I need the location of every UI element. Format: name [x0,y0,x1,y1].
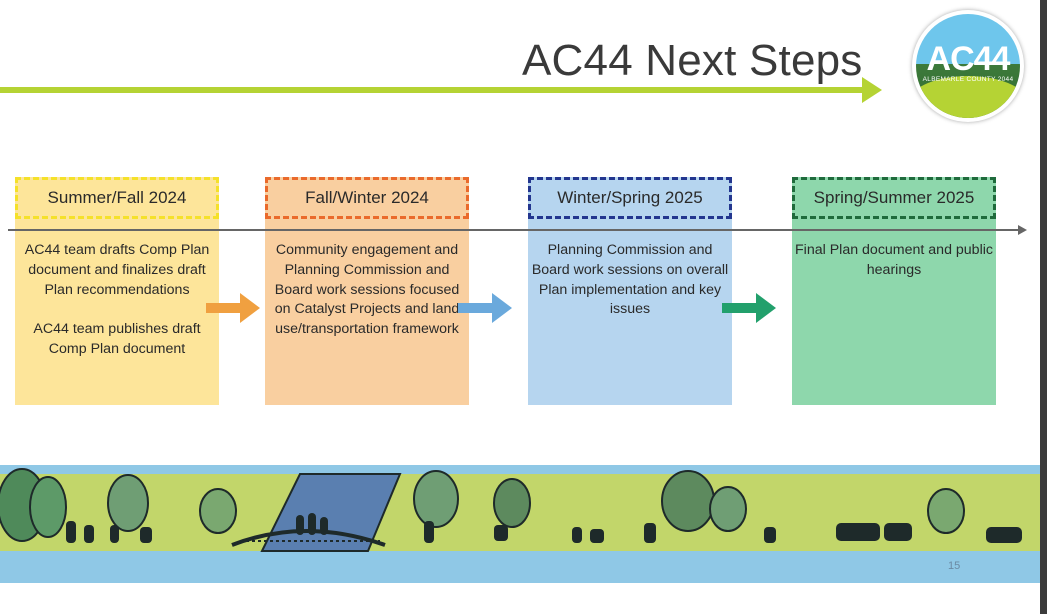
window-edge [1040,0,1047,614]
phase-text: AC44 team drafts Comp Plan document and … [24,242,210,298]
phase-header: Winter/Spring 2025 [528,177,732,219]
phase-box-winter-spring-2025: Winter/Spring 2025 Planning Commission a… [528,177,732,405]
next-arrow-icon [458,293,512,323]
next-arrow-icon [206,293,260,323]
timeline-arrowhead [1018,225,1027,235]
phase-text: Community engagement and Planning Commis… [274,242,460,338]
logo-badge: AC44 ALBEMARLE COUNTY 2044 [916,14,1020,118]
arrow-shape [206,293,260,323]
title-arrowhead [862,77,882,103]
page-number: 15 [948,560,961,572]
phase-description: AC44 team drafts Comp Plan document and … [15,241,219,360]
arrow-shape [722,293,776,323]
logo-subtitle: ALBEMARLE COUNTY 2044 [922,76,1014,83]
phase-header: Fall/Winter 2024 [265,177,469,219]
phase-text: AC44 team publishes draft Comp Plan docu… [33,321,201,357]
phase-description: Planning Commission and Board work sessi… [528,241,732,320]
phase-text: Planning Commission and Board work sessi… [531,242,729,318]
title-underline-arrow [0,87,868,93]
phase-header: Spring/Summer 2025 [792,177,996,219]
slide-title: AC44 Next Steps [522,36,863,85]
phase-description: Final Plan document and public hearings [792,241,996,281]
phase-box-fall-winter-2024: Fall/Winter 2024 Community engagement an… [265,177,469,405]
timeline-line [8,229,1022,231]
phase-text: Final Plan document and public hearings [795,242,993,278]
phase-box-spring-summer-2025: Spring/Summer 2025 Final Plan document a… [792,177,996,405]
arrow-shape [458,293,512,323]
logo-text: AC44 [926,40,1011,78]
phase-box-summer-fall-2024: Summer/Fall 2024 AC44 team drafts Comp P… [15,177,219,405]
phase-description: Community engagement and Planning Commis… [265,241,469,340]
ac44-logo: AC44 ALBEMARLE COUNTY 2044 [912,10,1024,122]
next-arrow-icon [722,293,776,323]
landscape-illustration [0,465,1040,583]
phase-header: Summer/Fall 2024 [15,177,219,219]
logo-hill [916,76,1020,118]
